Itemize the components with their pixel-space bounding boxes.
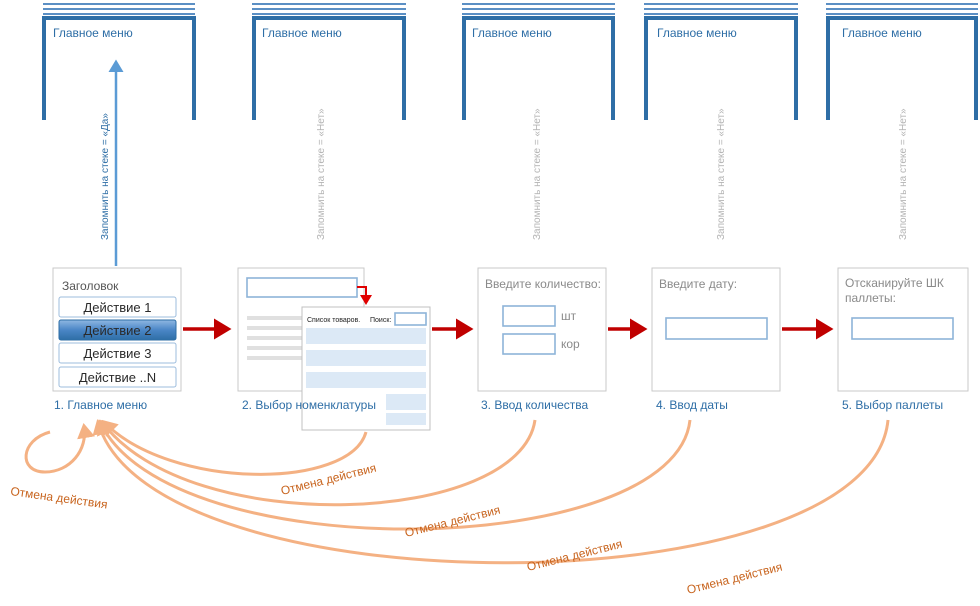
menu-frame	[252, 16, 406, 120]
list-item[interactable]	[386, 394, 426, 410]
top-menu-title: Главное меню	[53, 26, 133, 40]
quantity-prompt: Введите количество:	[485, 277, 601, 291]
menu-frame	[644, 16, 798, 120]
cancel-label-4: Отмена действия	[525, 537, 623, 574]
top-menu-title: Главное меню	[262, 26, 342, 40]
screen-item-select: Список товаров. Поиск: 2. Выбор номенкла…	[237, 267, 431, 431]
screen-caption: 4. Ввод даты	[656, 398, 728, 412]
product-search-label: Поиск:	[370, 317, 391, 324]
screen-caption: 3. Ввод количества	[481, 398, 588, 412]
top-menu-title: Главное меню	[472, 26, 552, 40]
stack-label-2: Запомнить на стеке = «Нет»	[316, 108, 327, 240]
top-menu-title: Главное меню	[657, 26, 737, 40]
action-button-1-label: Действие 1	[84, 300, 152, 315]
screen-frame	[477, 267, 607, 392]
cancel-arrow-4	[97, 419, 692, 531]
date-prompt: Введите дату:	[659, 277, 737, 291]
pallet-barcode-input[interactable]	[851, 317, 954, 340]
stack-label-1: Запомнить на стеке = «Да»	[100, 113, 111, 240]
screen-caption: 2. Выбор номенклатуры	[242, 398, 376, 412]
cancel-label-3: Отмена действия	[403, 503, 501, 540]
top-menu-5: Главное меню	[826, 3, 978, 120]
cancel-label-1: Отмена действия	[10, 484, 109, 511]
date-input[interactable]	[665, 317, 768, 340]
screen-pallet: Отсканируйте ШК паллеты: 5. Выбор паллет…	[837, 267, 969, 412]
list-item[interactable]	[306, 350, 426, 366]
action-button-n-label: Действие ..N	[79, 370, 156, 385]
screen-date: Введите дату: 4. Ввод даты	[651, 267, 781, 412]
list-item[interactable]	[306, 372, 426, 388]
pieces-unit: шт	[561, 309, 577, 323]
menu-frame	[826, 16, 978, 120]
cancel-label-5: Отмена действия	[685, 560, 783, 597]
top-menu-title: Главное меню	[842, 26, 922, 40]
action-button-2[interactable]	[58, 319, 177, 341]
search-field[interactable]	[246, 277, 358, 298]
screen-header: Заголовок	[62, 279, 119, 293]
action-button-n[interactable]	[58, 366, 177, 388]
action-button-3-label: Действие 3	[84, 346, 152, 361]
screen-caption: 1. Главное меню	[54, 398, 147, 412]
menu-frame	[462, 16, 615, 120]
top-menu-2: Главное меню	[252, 3, 406, 120]
list-item[interactable]	[306, 328, 426, 344]
screen-main-menu: Заголовок Действие 1 Действие 2 Действие…	[52, 267, 182, 412]
screen-caption: 5. Выбор паллеты	[842, 398, 943, 412]
screen-quantity: Введите количество: шт кор 3. Ввод колич…	[477, 267, 607, 412]
product-list-title: Список товаров.	[307, 317, 360, 324]
pieces-input[interactable]	[502, 305, 556, 327]
popup-arrow	[357, 286, 372, 305]
product-search-input[interactable]	[394, 312, 427, 326]
cancel-arrow-2	[101, 419, 368, 476]
cancel-arrow-self	[24, 423, 95, 474]
cancel-arrow-5	[92, 419, 890, 565]
action-button-2-label: Действие 2	[84, 323, 152, 338]
cancel-label-2: Отмена действия	[279, 461, 377, 498]
pallet-prompt-line1: Отсканируйте ШК	[845, 276, 944, 290]
stack-label-3: Запомнить на стеке = «Нет»	[532, 108, 543, 240]
list-item[interactable]	[386, 413, 426, 425]
top-menu-1: Главное меню	[42, 3, 196, 120]
top-menu-4: Главное меню	[644, 3, 798, 120]
stack-label-4: Запомнить на стеке = «Нет»	[716, 108, 727, 240]
cancel-arrow-3	[100, 419, 537, 507]
boxes-unit: кор	[561, 337, 580, 351]
stack-label-5: Запомнить на стеке = «Нет»	[898, 108, 909, 240]
action-button-3[interactable]	[58, 342, 177, 364]
boxes-input[interactable]	[502, 333, 556, 355]
action-button-1[interactable]	[58, 296, 177, 318]
top-menu-3: Главное меню	[462, 3, 615, 120]
pallet-prompt-line2: паллеты:	[845, 291, 896, 305]
menu-frame	[42, 16, 196, 120]
